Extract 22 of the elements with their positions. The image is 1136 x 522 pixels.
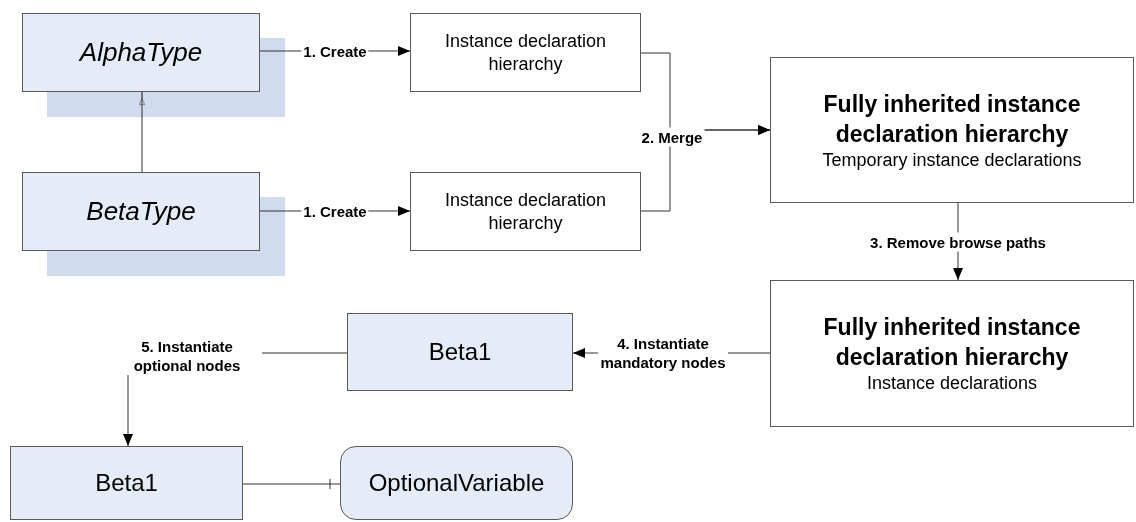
node-title: Fully inherited instance declaration hierarchy [822,89,1082,149]
object-box [10,446,243,520]
hierarchy-box [770,280,1134,427]
hierarchy-box [770,57,1134,203]
object-box [347,313,573,391]
edge-label: 3. Remove browse paths [868,232,1048,252]
node-title: Beta1 [428,337,492,367]
type-box [22,172,260,251]
type-box [22,13,260,92]
node-subtitle: Instance declarations [866,372,1038,395]
node-subtitle: Temporary instance declarations [822,148,1082,172]
node-title: Beta1 [95,468,158,498]
node-title: Instance declaration hierarchy [443,30,608,75]
variable-box [340,446,573,520]
hierarchy-box [410,172,641,251]
node-title: Fully inherited instance declaration hierarchy [822,313,1082,373]
node-title: OptionalVariable [368,468,545,498]
node-title: Instance declaration hierarchy [443,189,608,234]
node-title: BetaType [86,195,196,228]
hierarchy-box [410,13,641,92]
edge-label: 2. Merge [639,127,705,147]
node-title: AlphaType [79,36,203,69]
